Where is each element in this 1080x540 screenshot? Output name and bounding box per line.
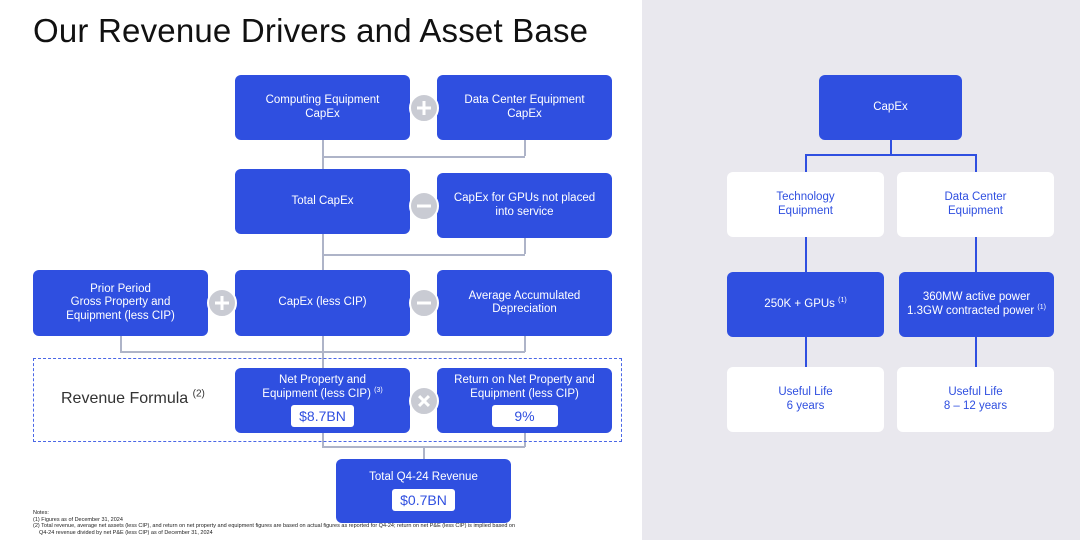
computing-equipment-capex-box: Computing Equipment CapEx — [235, 75, 410, 140]
connector-line — [805, 337, 807, 367]
data-center-equipment-box: Data Center Equipment — [897, 172, 1054, 237]
connector-line — [524, 336, 526, 352]
total-capex-box: Total CapEx — [235, 169, 410, 234]
note-line: (2) Total revenue, average net assets (l… — [33, 523, 516, 529]
connector-line — [322, 433, 324, 447]
connector-line — [524, 140, 526, 156]
gpus-not-placed-box: CapEx for GPUs not placed into service — [437, 173, 612, 238]
prior-period-gross-property-box: Prior Period Gross Property and Equipmen… — [33, 270, 208, 336]
connector-line — [524, 238, 526, 254]
note-line: Q4-24 revenue divided by net P&E (less C… — [39, 529, 213, 536]
data-center-equipment-capex-box: Data Center Equipment CapEx — [437, 75, 612, 140]
connector-line — [975, 337, 977, 367]
net-property-value: $8.7BN — [291, 405, 354, 427]
revenue-formula-region — [33, 358, 622, 442]
connector-line — [805, 237, 807, 272]
plus-icon — [409, 93, 439, 123]
capex-less-cip-box: CapEx (less CIP) — [235, 270, 410, 336]
technology-equipment-box: Technology Equipment — [727, 172, 884, 237]
connector-line — [322, 234, 324, 270]
plus-icon — [207, 288, 237, 318]
connector-line — [524, 433, 526, 447]
note-line: (1) Figures as of December 31, 2024 — [33, 516, 123, 523]
capex-box: CapEx — [819, 75, 962, 140]
note-line: Notes: — [33, 510, 49, 516]
average-accumulated-depreciation-box: Average Accumulated Depreciation — [437, 270, 612, 336]
return-on-net-value: 9% — [491, 405, 558, 427]
useful-life-dc-box: Useful Life 8 – 12 years — [897, 367, 1054, 432]
connector-line — [322, 156, 525, 158]
connector-line — [805, 154, 807, 172]
connector-line — [120, 336, 122, 352]
minus-icon — [409, 191, 439, 221]
total-revenue-box: Total Q4-24 Revenue $0.7BN — [336, 459, 511, 523]
power-box: 360MW active power 1.3GW contracted powe… — [899, 272, 1054, 337]
total-revenue-value: $0.7BN — [392, 488, 455, 511]
return-on-net-property-box: Return on Net Property and Equipment (le… — [437, 368, 612, 433]
connector-line — [322, 254, 525, 256]
page-title: Our Revenue Drivers and Asset Base — [33, 12, 589, 49]
net-property-box: Net Property and Equipment (less CIP) (3… — [235, 368, 410, 433]
connector-line — [975, 237, 977, 272]
connector-line — [975, 154, 977, 172]
multiply-icon — [409, 386, 439, 416]
connector-line — [322, 140, 324, 170]
connector-line — [423, 446, 425, 459]
revenue-formula-label: Revenue Formula (2) — [61, 388, 205, 407]
minus-icon — [409, 288, 439, 318]
useful-life-tech-box: Useful Life 6 years — [727, 367, 884, 432]
connector-line — [120, 351, 525, 353]
connector-line — [805, 154, 976, 156]
gpus-box: 250K + GPUs (1) — [727, 272, 884, 337]
footnotes: Notes: (1) Figures as of December 31, 20… — [33, 510, 623, 536]
connector-line — [890, 140, 892, 155]
